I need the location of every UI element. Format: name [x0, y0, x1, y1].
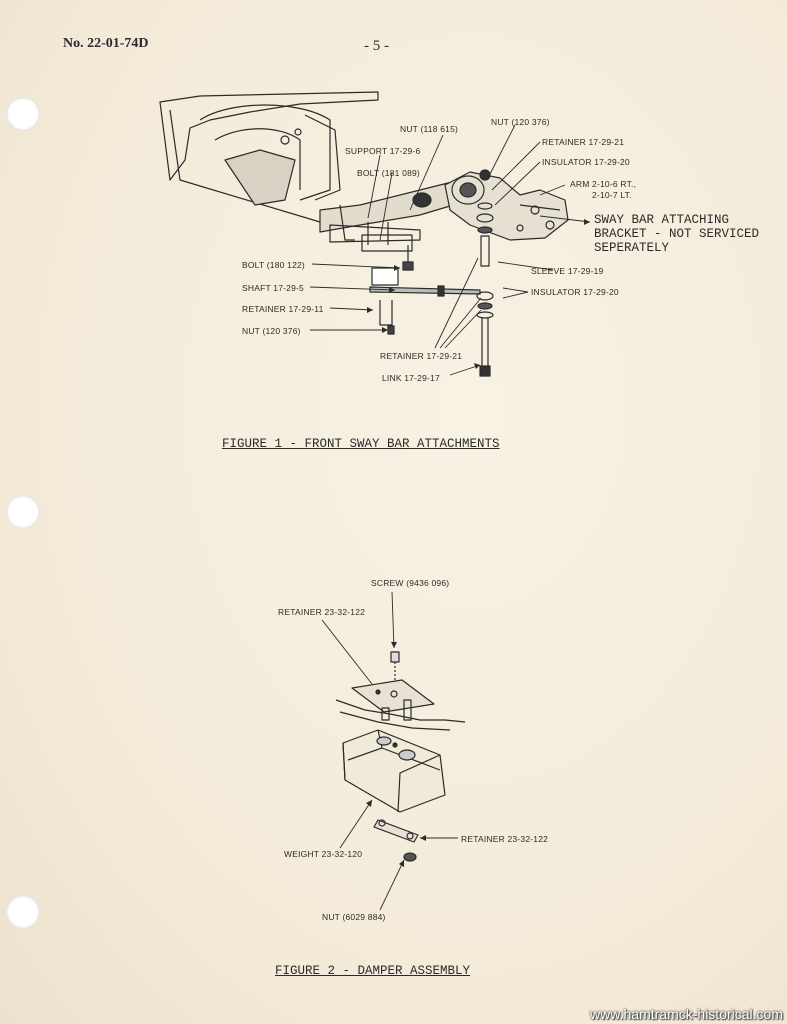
- label-retainer-bottom: RETAINER 17-29-21: [380, 351, 463, 361]
- figure-2-caption: FIGURE 2 - DAMPER ASSEMBLY: [275, 964, 471, 978]
- watermark: www.hamtramck-historical.com: [590, 1006, 783, 1022]
- label-nut: NUT (6029 884): [322, 912, 386, 922]
- label-nut-118615: NUT (118 615): [400, 124, 459, 134]
- label-insulator-mid: INSULATOR 17-29-20: [531, 287, 619, 297]
- binder-hole-bottom: [6, 895, 40, 929]
- note-sway-bar-bracket: SWAY BAR ATTACHING BRACKET - NOT SERVICE…: [594, 213, 760, 255]
- label-insulator-top: INSULATOR 17-29-20: [542, 157, 630, 167]
- label-nut-120376-top: NUT (120 376): [491, 117, 550, 127]
- label-retainer-top: RETAINER 17-29-21: [542, 137, 625, 147]
- label-weight: WEIGHT 23-32-120: [284, 849, 363, 859]
- label-bolt-180122: BOLT (180 122): [242, 260, 305, 270]
- page-number: - 5 -: [364, 38, 389, 54]
- label-bolt-181089: BOLT (181 089): [357, 168, 420, 178]
- document-number: No. 22-01-74D: [63, 36, 149, 51]
- label-shaft: SHAFT 17-29-5: [242, 283, 304, 293]
- label-nut-120376-bottom: NUT (120 376): [242, 326, 301, 336]
- label-screw: SCREW (9436 096): [371, 578, 450, 588]
- label-sleeve: SLEEVE 17-29-19: [531, 266, 604, 276]
- label-support: SUPPORT 17-29-6: [345, 146, 421, 156]
- label-retainer-11: RETAINER 17-29-11: [242, 304, 324, 314]
- label-link: LINK 17-29-17: [382, 373, 440, 383]
- binder-hole-top: [6, 97, 40, 131]
- label-retainer-strap: RETAINER 23-32-122: [461, 834, 549, 844]
- binder-hole-middle: [6, 495, 40, 529]
- label-arm-rt: ARM 2-10-6 RT.,: [570, 179, 637, 189]
- label-retainer-plate: RETAINER 23-32-122: [278, 607, 366, 617]
- label-arm-lt: 2-10-7 LT.: [592, 190, 632, 200]
- figure-1-caption: FIGURE 1 - FRONT SWAY BAR ATTACHMENTS: [222, 437, 500, 451]
